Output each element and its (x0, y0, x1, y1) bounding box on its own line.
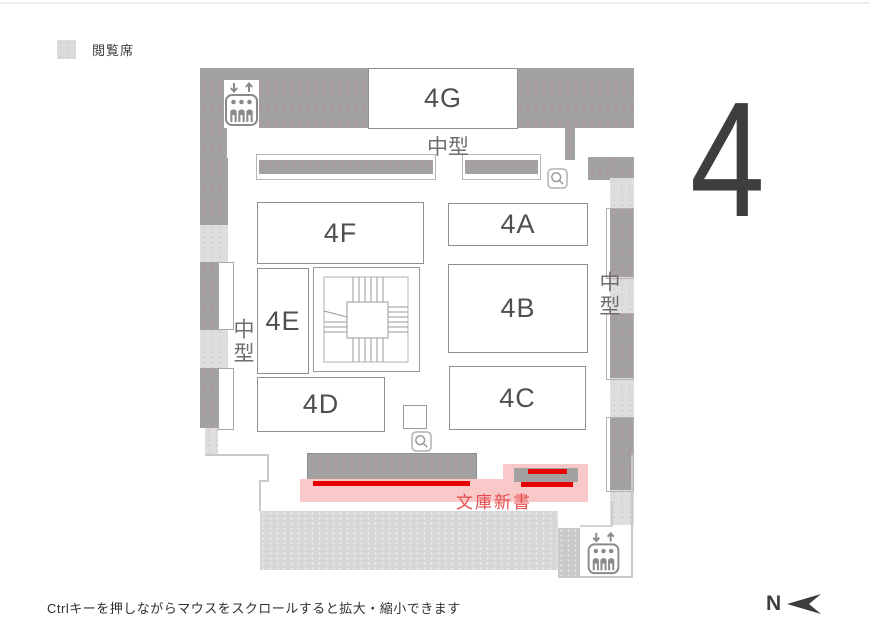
legend-label: 閲覧席 (92, 43, 135, 58)
room-label: 4G (423, 83, 463, 113)
highlighted-shelf-red (313, 481, 470, 486)
elevator-area (224, 80, 259, 128)
elevator-icon (225, 82, 258, 126)
highlighted-shelf-red (521, 482, 573, 487)
room-4c: 4C (449, 366, 586, 430)
reading-seat-area (205, 428, 218, 455)
reading-seat-swatch (57, 40, 76, 59)
left-arrow-icon (787, 594, 822, 614)
shelf-size-label-left: 中型 (231, 318, 254, 366)
room-label: 4C (499, 382, 536, 413)
wall-shelf (218, 262, 234, 330)
reading-seat-area (200, 225, 228, 262)
bookshelf-block (307, 453, 477, 483)
room-4g: 4G (368, 68, 518, 129)
room-label: 4A (500, 209, 536, 239)
top-divider (0, 2, 869, 4)
reading-seat-area (610, 378, 634, 417)
wall-shelf (606, 313, 634, 380)
staircase (313, 267, 420, 372)
shelf-size-label-right: 中型 (597, 271, 620, 319)
room-label: 4B (500, 293, 536, 323)
room-4a: 4A (448, 203, 588, 246)
shelf-size-label-top: 中型 (427, 136, 469, 159)
room-4e: 4E (257, 268, 309, 374)
reading-seat-area (610, 490, 634, 525)
elevator-area (586, 530, 626, 576)
floor-number: 4 (690, 68, 765, 251)
wall-segment (516, 68, 634, 128)
reading-seat-area (200, 330, 228, 368)
room-4d: 4D (257, 377, 385, 432)
wall-notch (227, 128, 236, 158)
room-4b: 4B (448, 264, 588, 353)
zoom-instruction-text: Ctrlキーを押しながらマウスをスクロールすると拡大・縮小できます (47, 601, 461, 616)
wall-segment (565, 128, 575, 160)
wall-shelf (606, 417, 634, 492)
bookshelf-row (256, 154, 436, 180)
service-area (260, 511, 558, 570)
wall-segment (610, 157, 634, 525)
wall-shelf (218, 368, 234, 430)
room-4f: 4F (257, 202, 424, 264)
bookshelf-row (462, 154, 541, 180)
room-label: 4E (265, 305, 301, 336)
map-fixture-box (403, 405, 427, 429)
compass: N (766, 592, 823, 616)
magnifier-icon[interactable] (411, 431, 432, 452)
legend: 閲覧席 (57, 40, 134, 59)
magnifier-icon[interactable] (547, 168, 568, 189)
reading-seat-area (610, 277, 634, 313)
room-label: 4F (323, 217, 358, 248)
highlighted-shelf-red (528, 469, 567, 474)
north-label: N (766, 592, 782, 615)
bunko-shinsho-label: 文庫新書 (456, 493, 532, 512)
elevator-icon (587, 531, 620, 575)
service-area (558, 528, 580, 578)
wall-shelf (606, 208, 634, 279)
reading-seat-area (610, 178, 634, 208)
room-label: 4D (302, 389, 340, 419)
